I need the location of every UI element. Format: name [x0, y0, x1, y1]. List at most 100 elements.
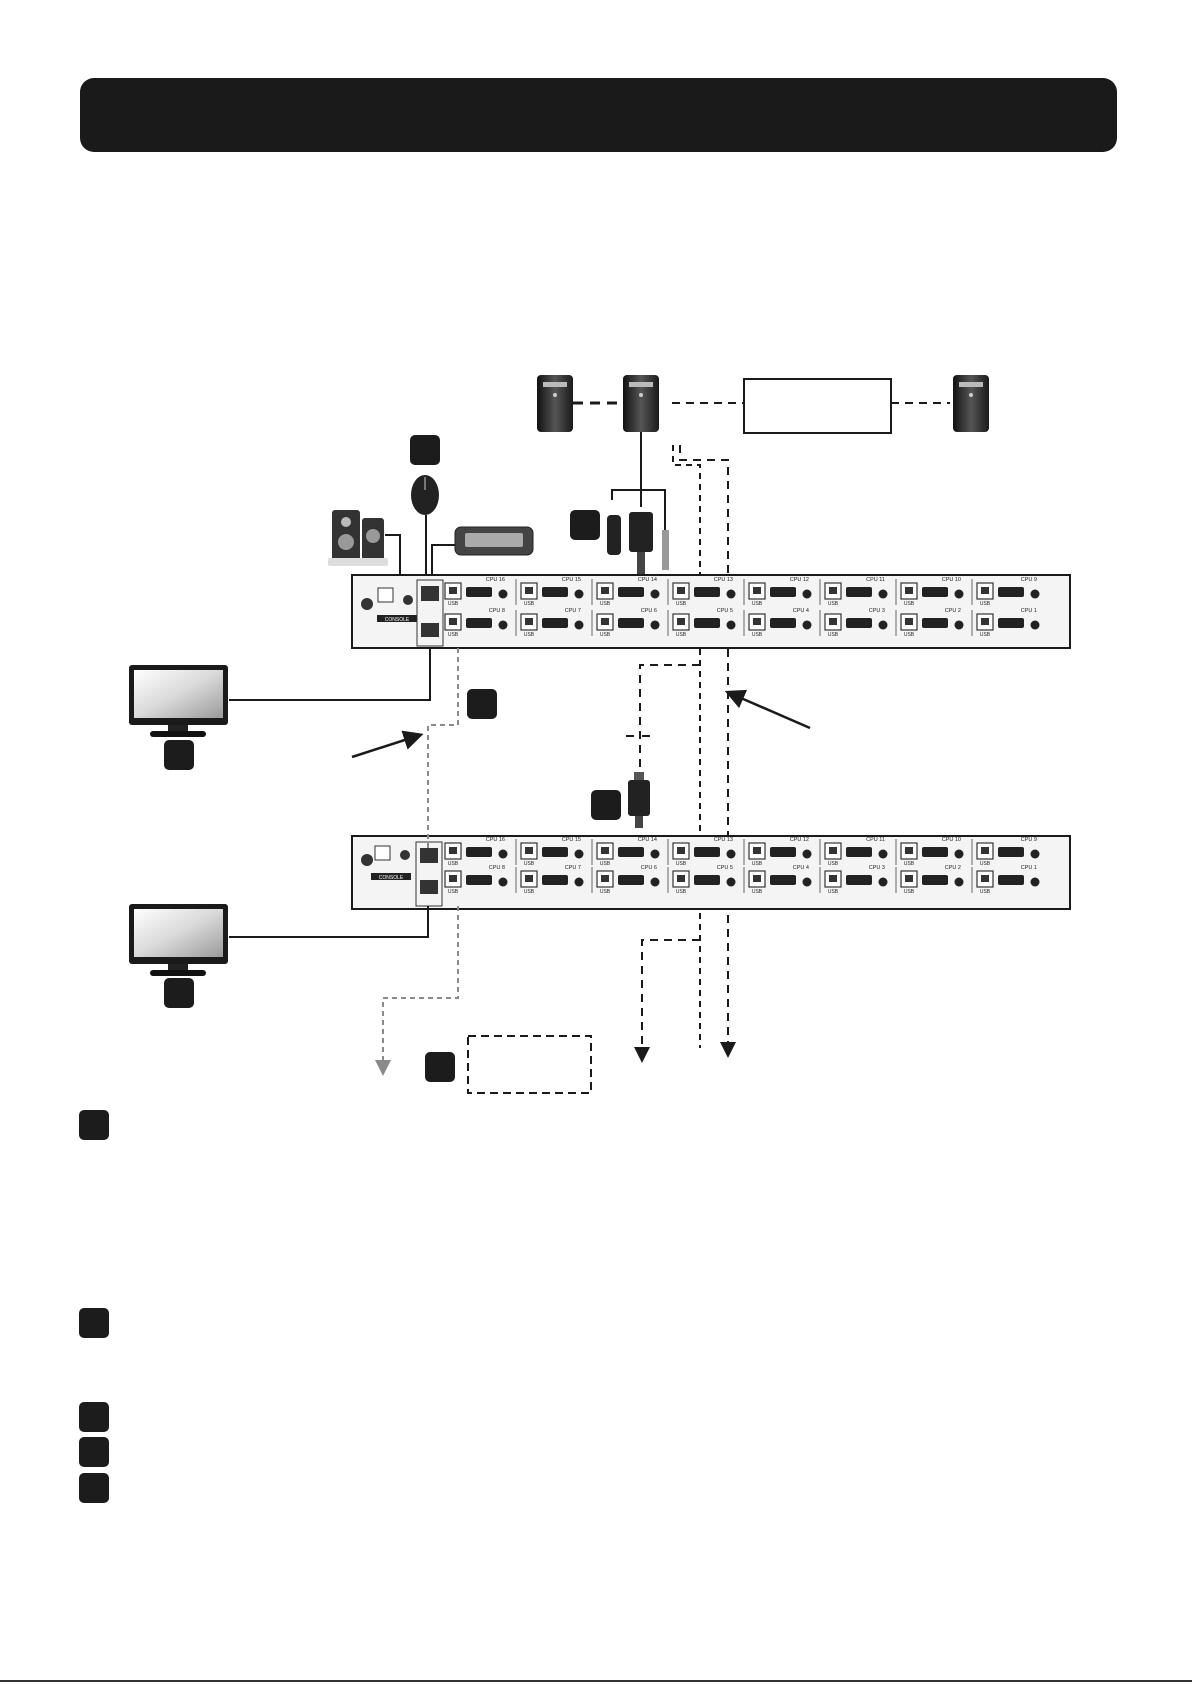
- step-badge: [164, 740, 194, 770]
- usb-label: USB: [676, 889, 687, 895]
- monitor-2: [129, 904, 228, 976]
- console-label: CONSOLE: [385, 617, 410, 623]
- cpu-port-group: USB CPU 15: [520, 837, 593, 867]
- section-header-bar: [80, 78, 1117, 152]
- usb-label: USB: [828, 632, 839, 638]
- cpu-port-group: USB CPU 8: [444, 865, 517, 895]
- cpu-port-label: CPU 8: [489, 608, 505, 614]
- displayport-adapter-icon: [628, 772, 650, 828]
- usb-label: USB: [904, 632, 915, 638]
- usb-label: USB: [524, 632, 535, 638]
- cpu-port-label: CPU 4: [793, 608, 809, 614]
- step-badge: [164, 978, 194, 1008]
- cpu-port-group: USB CPU 1: [976, 608, 1040, 638]
- usb-label: USB: [752, 632, 763, 638]
- usb-label: USB: [600, 889, 611, 895]
- usb-label: USB: [524, 601, 535, 607]
- cpu-port-group: USB CPU 2: [900, 865, 973, 895]
- cpu-port-label: CPU 1: [1021, 608, 1037, 614]
- monitor-icon: [129, 904, 228, 976]
- cpu-port-group: USB CPU 10: [900, 577, 973, 607]
- cpu-port-label: CPU 13: [714, 577, 733, 583]
- step-bullet-2: [79, 1308, 109, 1338]
- usb-label: USB: [676, 861, 687, 867]
- usb-label: USB: [980, 861, 991, 867]
- mouse-icon: [411, 475, 439, 515]
- usb-label: USB: [448, 889, 459, 895]
- usb-label: USB: [524, 861, 535, 867]
- cpu-port-label: CPU 8: [489, 865, 505, 871]
- step-badge: [425, 1052, 455, 1082]
- cpu-port-label: CPU 4: [793, 865, 809, 871]
- usb-label: USB: [980, 889, 991, 895]
- computer-1: [537, 375, 573, 432]
- usb-label: USB: [600, 601, 611, 607]
- cpu-port-group: USB CPU 7: [520, 608, 593, 638]
- desktop-tower-icon: [953, 375, 989, 432]
- cpu-port-label: CPU 9: [1021, 577, 1037, 583]
- console-label: CONSOLE: [379, 875, 404, 881]
- usb-label: USB: [980, 632, 991, 638]
- desktop-tower-icon: [623, 375, 659, 432]
- cpu-port-label: CPU 7: [565, 865, 581, 871]
- cpu-port-label: CPU 16: [486, 577, 505, 583]
- usb-label: USB: [752, 889, 763, 895]
- page-bottom-rule: [0, 1680, 1192, 1682]
- desktop-tower-icon: [537, 375, 573, 432]
- usb-label: USB: [904, 861, 915, 867]
- monitor-1: [129, 665, 228, 737]
- usb-label: USB: [600, 632, 611, 638]
- cpu-port-label: CPU 13: [714, 837, 733, 843]
- cpu-port-group: USB CPU 4: [748, 865, 821, 895]
- step-badge: [410, 435, 440, 465]
- usb-label: USB: [448, 601, 459, 607]
- cpu-port-group: USB CPU 10: [900, 837, 973, 867]
- computers-label-box: [743, 378, 892, 434]
- step-bullet-4: [79, 1437, 109, 1467]
- cpu-port-label: CPU 16: [486, 837, 505, 843]
- cpu-port-group: USB CPU 14: [596, 577, 669, 607]
- kvm-cable-icon: [607, 512, 669, 574]
- usb-label: USB: [828, 861, 839, 867]
- cpu-port-label: CPU 12: [790, 837, 809, 843]
- computer-2: [623, 375, 659, 432]
- usb-label: USB: [904, 889, 915, 895]
- usb-label: USB: [828, 889, 839, 895]
- step-badge: [591, 790, 621, 820]
- monitor-icon: [129, 665, 228, 737]
- usb-label: USB: [828, 601, 839, 607]
- cpu-port-label: CPU 14: [638, 577, 657, 583]
- step-bullet-3: [79, 1402, 109, 1432]
- cpu-port-label: CPU 10: [942, 837, 961, 843]
- usb-label: USB: [752, 861, 763, 867]
- step-bullet-5: [79, 1473, 109, 1503]
- cpu-port-group: USB CPU 8: [444, 608, 517, 638]
- cpu-port-group: USB CPU 13: [672, 577, 745, 607]
- cpu-port-label: CPU 15: [562, 837, 581, 843]
- cpu-port-group: USB CPU 12: [748, 837, 821, 867]
- cpu-port-group: USB CPU 16: [444, 577, 517, 607]
- cpu-port-label: CPU 14: [638, 837, 657, 843]
- cpu-port-label: CPU 2: [945, 865, 961, 871]
- cpu-port-label: CPU 10: [942, 577, 961, 583]
- usb-label: USB: [676, 601, 687, 607]
- usb-label: USB: [904, 601, 915, 607]
- cpu-port-label: CPU 5: [717, 608, 733, 614]
- usb-label: USB: [448, 632, 459, 638]
- cpu-port-label: CPU 7: [565, 608, 581, 614]
